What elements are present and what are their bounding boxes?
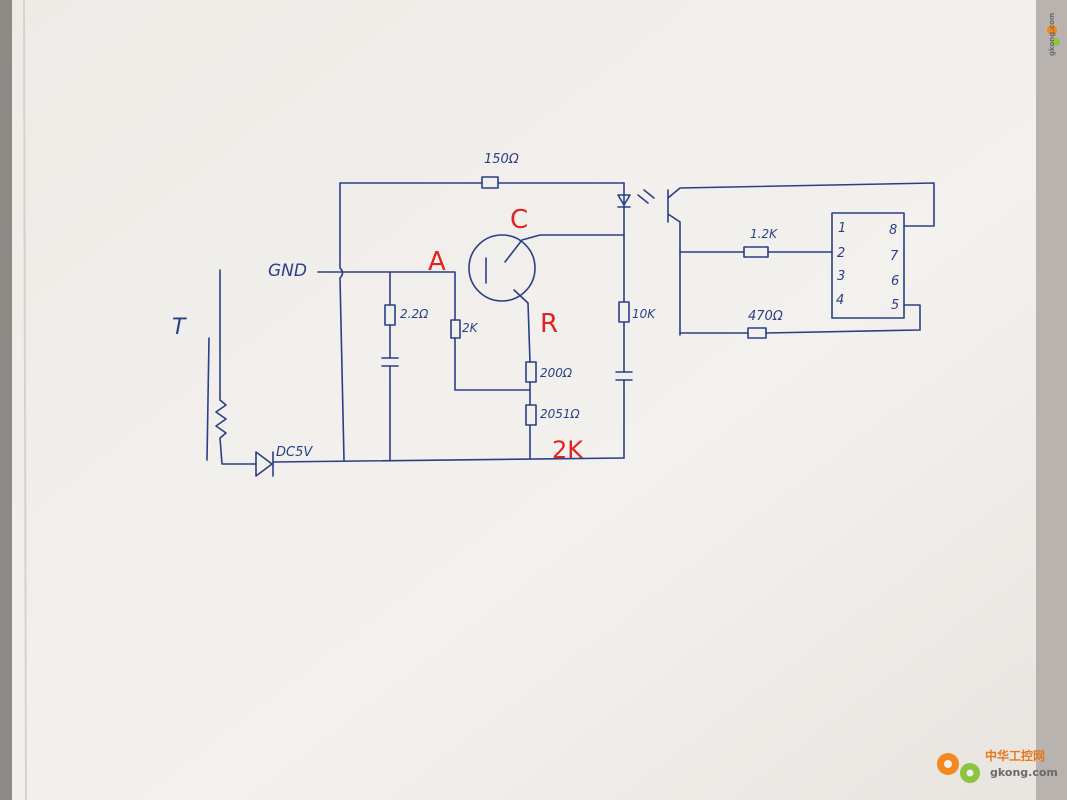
label-r: R: [540, 309, 558, 339]
ic-pin-1: 1: [838, 221, 846, 236]
watermark-top-right: gkong.com: [1047, 13, 1060, 56]
pot-c-lead: [504, 234, 625, 263]
ic-pin-5: 5: [891, 298, 899, 313]
wire-470: [679, 304, 921, 334]
left-rail: [339, 182, 345, 461]
ic-pin-7: 7: [890, 249, 899, 264]
label-r-10k: 10K: [632, 307, 656, 321]
transducer-plate: [206, 337, 210, 461]
paper-sheet: [12, 0, 1052, 800]
label-2k-red: 2K: [552, 436, 584, 464]
resistor-2-2: [384, 304, 396, 326]
resistor-150: [481, 176, 499, 189]
paper-fold-left: [23, 0, 27, 800]
label-r-2051: 2051Ω: [540, 407, 581, 421]
branch-2k: [454, 337, 531, 391]
label-r-2-2: 2.2Ω: [400, 307, 429, 321]
watermark-logo: 中华工控网 gkong.com: [937, 748, 1058, 783]
gnd-wire: [317, 271, 456, 321]
label-r-1-2k: 1.2K: [750, 227, 778, 241]
watermark-site: gkong.com: [990, 766, 1058, 779]
resistor-200: [525, 361, 537, 383]
resistor-10k: [618, 301, 630, 323]
ic-pin-3: 3: [837, 269, 845, 284]
resistor-470: [747, 327, 767, 339]
label-r-top: 150Ω: [484, 152, 519, 167]
label-a: A: [428, 247, 446, 277]
gear-icon-small-orange: [1047, 25, 1057, 35]
resistor-2051: [525, 404, 537, 426]
ic-chip: [831, 212, 905, 319]
pot-r-lead: [513, 289, 531, 363]
potentiometer-circle: [468, 234, 536, 302]
opto-transistor: [667, 182, 935, 336]
watermark-vertical: gkong.com: [1048, 13, 1056, 56]
label-c: C: [510, 205, 528, 235]
gear-icon-small-green: [1052, 38, 1060, 46]
opto-led: [617, 194, 631, 208]
paper-edge-right: [1036, 0, 1067, 800]
transducer-wire: [215, 269, 227, 465]
bottom-wire: [222, 457, 625, 465]
capacitor-right: [615, 371, 633, 381]
label-gnd: GND: [268, 261, 307, 281]
capacitor-left: [381, 357, 399, 367]
label-dc5v: DC5V: [276, 445, 313, 460]
ic-pin-6: 6: [891, 274, 899, 289]
label-r-200: 200Ω: [540, 366, 573, 380]
resistor-1-2k: [743, 246, 769, 258]
ic-pin-4: 4: [836, 293, 844, 308]
label-t: T: [172, 315, 187, 340]
opto-arrows: [637, 189, 655, 204]
diode: [255, 451, 274, 477]
watermark-cn: 中华工控网: [985, 748, 1045, 763]
ic-pin-2: 2: [837, 246, 845, 261]
ic-pin-8: 8: [889, 223, 897, 238]
label-r-470: 470Ω: [748, 309, 783, 324]
label-r-2k: 2K: [462, 321, 479, 335]
